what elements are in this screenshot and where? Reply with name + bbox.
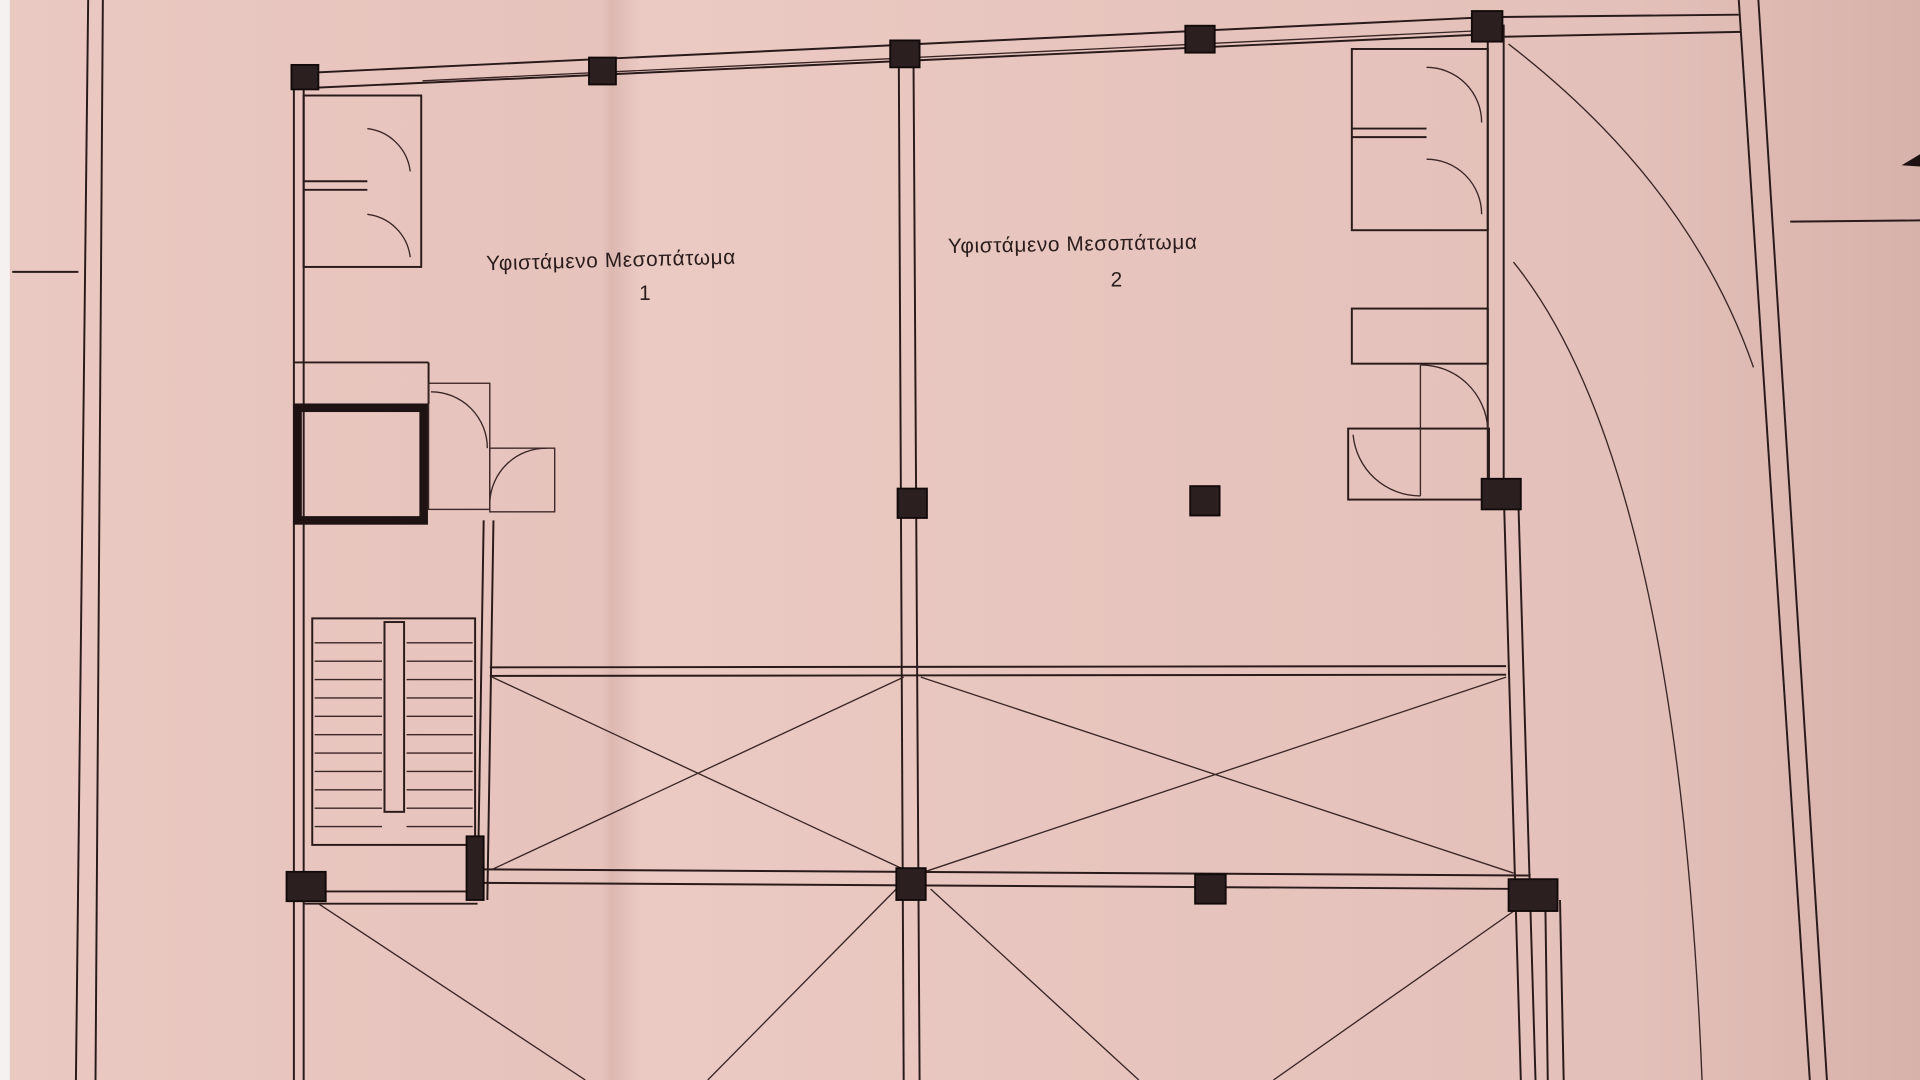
- staircase: [311, 617, 477, 846]
- paper-background: [9, 0, 1920, 1080]
- room-2-label: Υφιστάμενο Μεσοπάτωμα: [948, 231, 1198, 258]
- room-1-number: 1: [639, 282, 651, 305]
- void-crosses: [317, 676, 1522, 1080]
- room-2-number: 2: [1111, 269, 1123, 292]
- ramp-arcs: [1508, 43, 1755, 1080]
- lift-door-swing: [427, 382, 556, 513]
- north-arrow-icon: [1901, 154, 1920, 167]
- columns: [285, 10, 1559, 912]
- site-boundary: [12, 0, 1920, 1080]
- beams: [303, 665, 1531, 905]
- elevator-shaft: [293, 403, 428, 525]
- wc-block-right: [1347, 48, 1490, 501]
